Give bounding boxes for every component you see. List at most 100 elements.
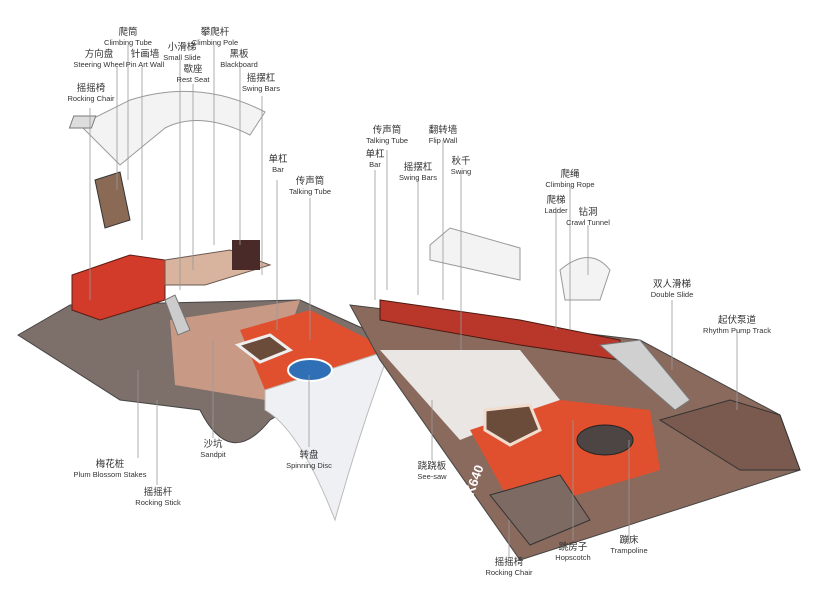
label-zh: 摇摇杆 [143,487,173,498]
label-en: Bar [272,164,284,174]
label-en: Rest Seat [176,74,210,84]
label-zh: 钻洞 [578,207,598,218]
label-en: Rhythm Pump Track [703,325,771,335]
small-slide-shape [164,294,191,336]
label-en: Pin Art Wall [125,59,165,69]
label-en: Flip Wall [428,135,458,145]
double-slide-shape [598,339,691,411]
label-zh: 小滑梯 [167,42,197,53]
label-en: Climbing Rope [545,179,595,189]
right-roof [429,227,521,281]
label-zh: 针画墙 [130,49,160,60]
label-zh: 方向盘 [84,49,114,60]
label-zh: 秋千 [451,156,471,167]
left-pin-art-box [94,171,131,229]
label-zh: 摇摆杠 [403,162,433,173]
label-en: Climbing Pole [191,37,239,47]
label-en: Hopscotch [555,552,591,562]
left-white-ramp [264,349,391,522]
label-zh: 爬绳 [560,169,580,180]
label-zh: 摇摇椅 [494,557,524,568]
label-zh: 爬梯 [546,195,566,206]
label-zh: 歇座 [183,64,203,75]
label-en: Rocking Chair [485,567,533,577]
label-en: Small Slide [163,52,201,62]
label-en: Crawl Tunnel [566,217,610,227]
label-zh: 单杠 [365,149,385,160]
trampoline-shape [576,424,634,456]
label-zh: 蹦床 [619,535,639,546]
label-en: See-saw [417,471,447,481]
label-zh: 跳房子 [558,542,588,553]
label-zh: 摇摆杠 [246,73,276,84]
roof-skylight [68,115,97,129]
label-zh: 沙坑 [203,439,223,450]
label-zh: 攀爬杆 [200,27,230,38]
blackboard-shape [232,240,260,270]
label-zh: 翻转墙 [428,125,458,136]
label-zh: 跷跷板 [417,461,447,472]
label-en: Rocking Stick [135,497,181,507]
rocking-chair-ledge [489,474,591,546]
label-en: Spinning Disc [286,460,332,470]
sandpit-shape [234,333,294,364]
label-zh: 起伏泵道 [717,315,756,326]
leader-lines [89,45,738,558]
label-en: Double Slide [650,289,694,299]
label-zh: 爬筒 [118,27,138,38]
label-en: Swing Bars [399,172,437,182]
label-zh: 传声筒 [295,176,325,187]
label-en: Ladder [544,205,568,215]
crawl-tunnel-canopy [559,257,611,301]
label-en: Swing [450,166,472,176]
label-zh: 黑板 [229,49,249,60]
label-en: Sandpit [200,449,226,459]
label-zh: 双人滑梯 [652,279,691,290]
label-en: Climbing Tube [104,37,152,47]
label-en: Plum Blossom Stakes [73,469,147,479]
label-zh: 摇摇椅 [76,83,106,94]
sandbox-right [483,403,542,447]
label-en: Bar [369,159,381,169]
label-zh: 单杠 [268,154,288,165]
label-en: Rocking Chair [67,93,115,103]
label-en: Talking Tube [288,186,332,196]
label-zh: 梅花桩 [95,459,125,470]
spinning-disc-shape [287,358,333,382]
label-en: Blackboard [220,59,258,69]
label-en: Trampoline [610,545,648,555]
label-en: Steering Wheel [73,59,125,69]
label-en: Talking Tube [365,135,409,145]
label-zh: 转盘 [299,450,319,461]
